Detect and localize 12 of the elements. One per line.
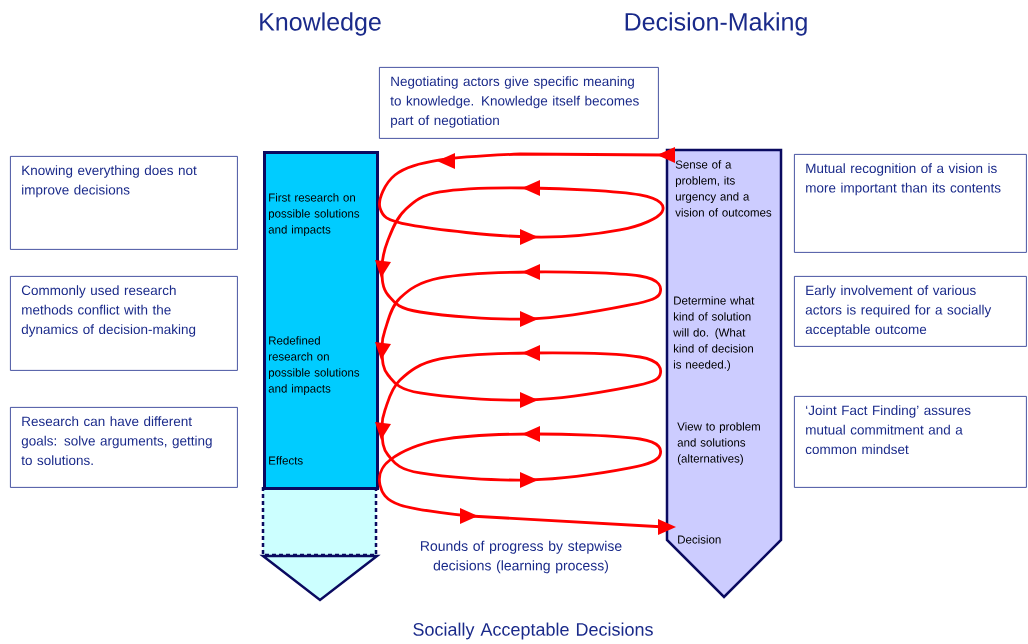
caption-text: Rounds of progress by stepwise decisions (learning process) — [421, 540, 622, 574]
callout-box: Mutual recognition of a vision is more important than its contents — [794, 154, 1027, 253]
bottom-caption: Socially Acceptable Decisions — [413, 622, 653, 640]
callout-box: Negotiating actors give specific meaning to knowledge. Knowledge itself becomes part of negotiation — [379, 67, 659, 139]
callout-box: Early involvement of various actors is required for a socially acceptable outcome — [794, 276, 1027, 347]
column-heading: Knowledge — [260, 12, 381, 36]
callout-box: ‘Joint Fact Finding’ assures mutual commitment and a common mindset — [794, 396, 1027, 488]
callout-box: Research can have different goals: solve arguments, getting to solutions. — [10, 407, 238, 488]
spiral-arrow — [375, 147, 676, 535]
column-heading: Decision-Making — [625, 12, 807, 36]
callout-box: Knowing everything does not improve decisions — [10, 156, 238, 250]
callout-box: Commonly used research methods conflict with the dynamics of decision-making — [10, 276, 238, 371]
